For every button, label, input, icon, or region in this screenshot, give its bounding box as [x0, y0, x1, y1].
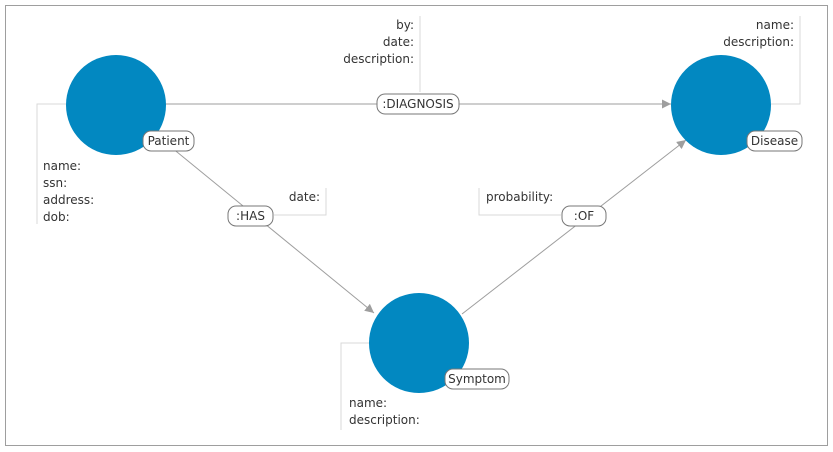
- property-label: name:: [756, 18, 794, 32]
- of-label-tag[interactable]: :OF: [561, 205, 607, 227]
- of-edge: [461, 139, 687, 315]
- symptom-properties-bracket: [340, 342, 369, 430]
- diagnosis-label: :DIAGNOSIS: [382, 97, 453, 111]
- property-label: name:: [43, 159, 81, 173]
- property-label: by:: [396, 18, 414, 32]
- has-properties: date:: [289, 190, 320, 204]
- property-label: address:: [43, 193, 94, 207]
- disease-properties: name: description:: [723, 18, 794, 49]
- property-label: description:: [349, 413, 420, 427]
- property-label: description:: [343, 52, 414, 66]
- property-label: dob:: [43, 210, 70, 224]
- disease-properties-bracket: [771, 16, 801, 105]
- symptom-node[interactable]: [369, 293, 469, 393]
- has-label-tag[interactable]: :HAS: [227, 205, 274, 227]
- has-properties-bracket: [274, 188, 327, 216]
- symptom-label-tag: Symptom: [444, 368, 510, 390]
- diagnosis-properties: by: date: description:: [343, 18, 414, 66]
- patient-properties-bracket: [36, 103, 66, 224]
- of-label: :OF: [574, 209, 594, 223]
- symptom-properties: name: description:: [349, 396, 420, 427]
- diagnosis-label-tag[interactable]: :DIAGNOSIS: [376, 93, 460, 115]
- has-edge: [165, 142, 375, 314]
- patient-label-tag: Patient: [142, 130, 195, 152]
- property-label: ssn:: [43, 176, 67, 190]
- patient-properties: name: ssn: address: dob:: [43, 159, 94, 224]
- disease-node[interactable]: [671, 55, 771, 155]
- property-label: probability:: [486, 190, 553, 204]
- patient-node[interactable]: [66, 55, 166, 155]
- of-properties: probability:: [486, 190, 553, 204]
- patient-label: Patient: [148, 134, 190, 148]
- property-label: date:: [383, 35, 414, 49]
- disease-label: Disease: [751, 134, 798, 148]
- property-label: date:: [289, 190, 320, 204]
- has-label: :HAS: [236, 209, 265, 223]
- symptom-label: Symptom: [448, 372, 506, 386]
- of-properties-bracket: [478, 188, 561, 216]
- property-label: description:: [723, 35, 794, 49]
- property-label: name:: [349, 396, 387, 410]
- disease-label-tag: Disease: [746, 130, 803, 152]
